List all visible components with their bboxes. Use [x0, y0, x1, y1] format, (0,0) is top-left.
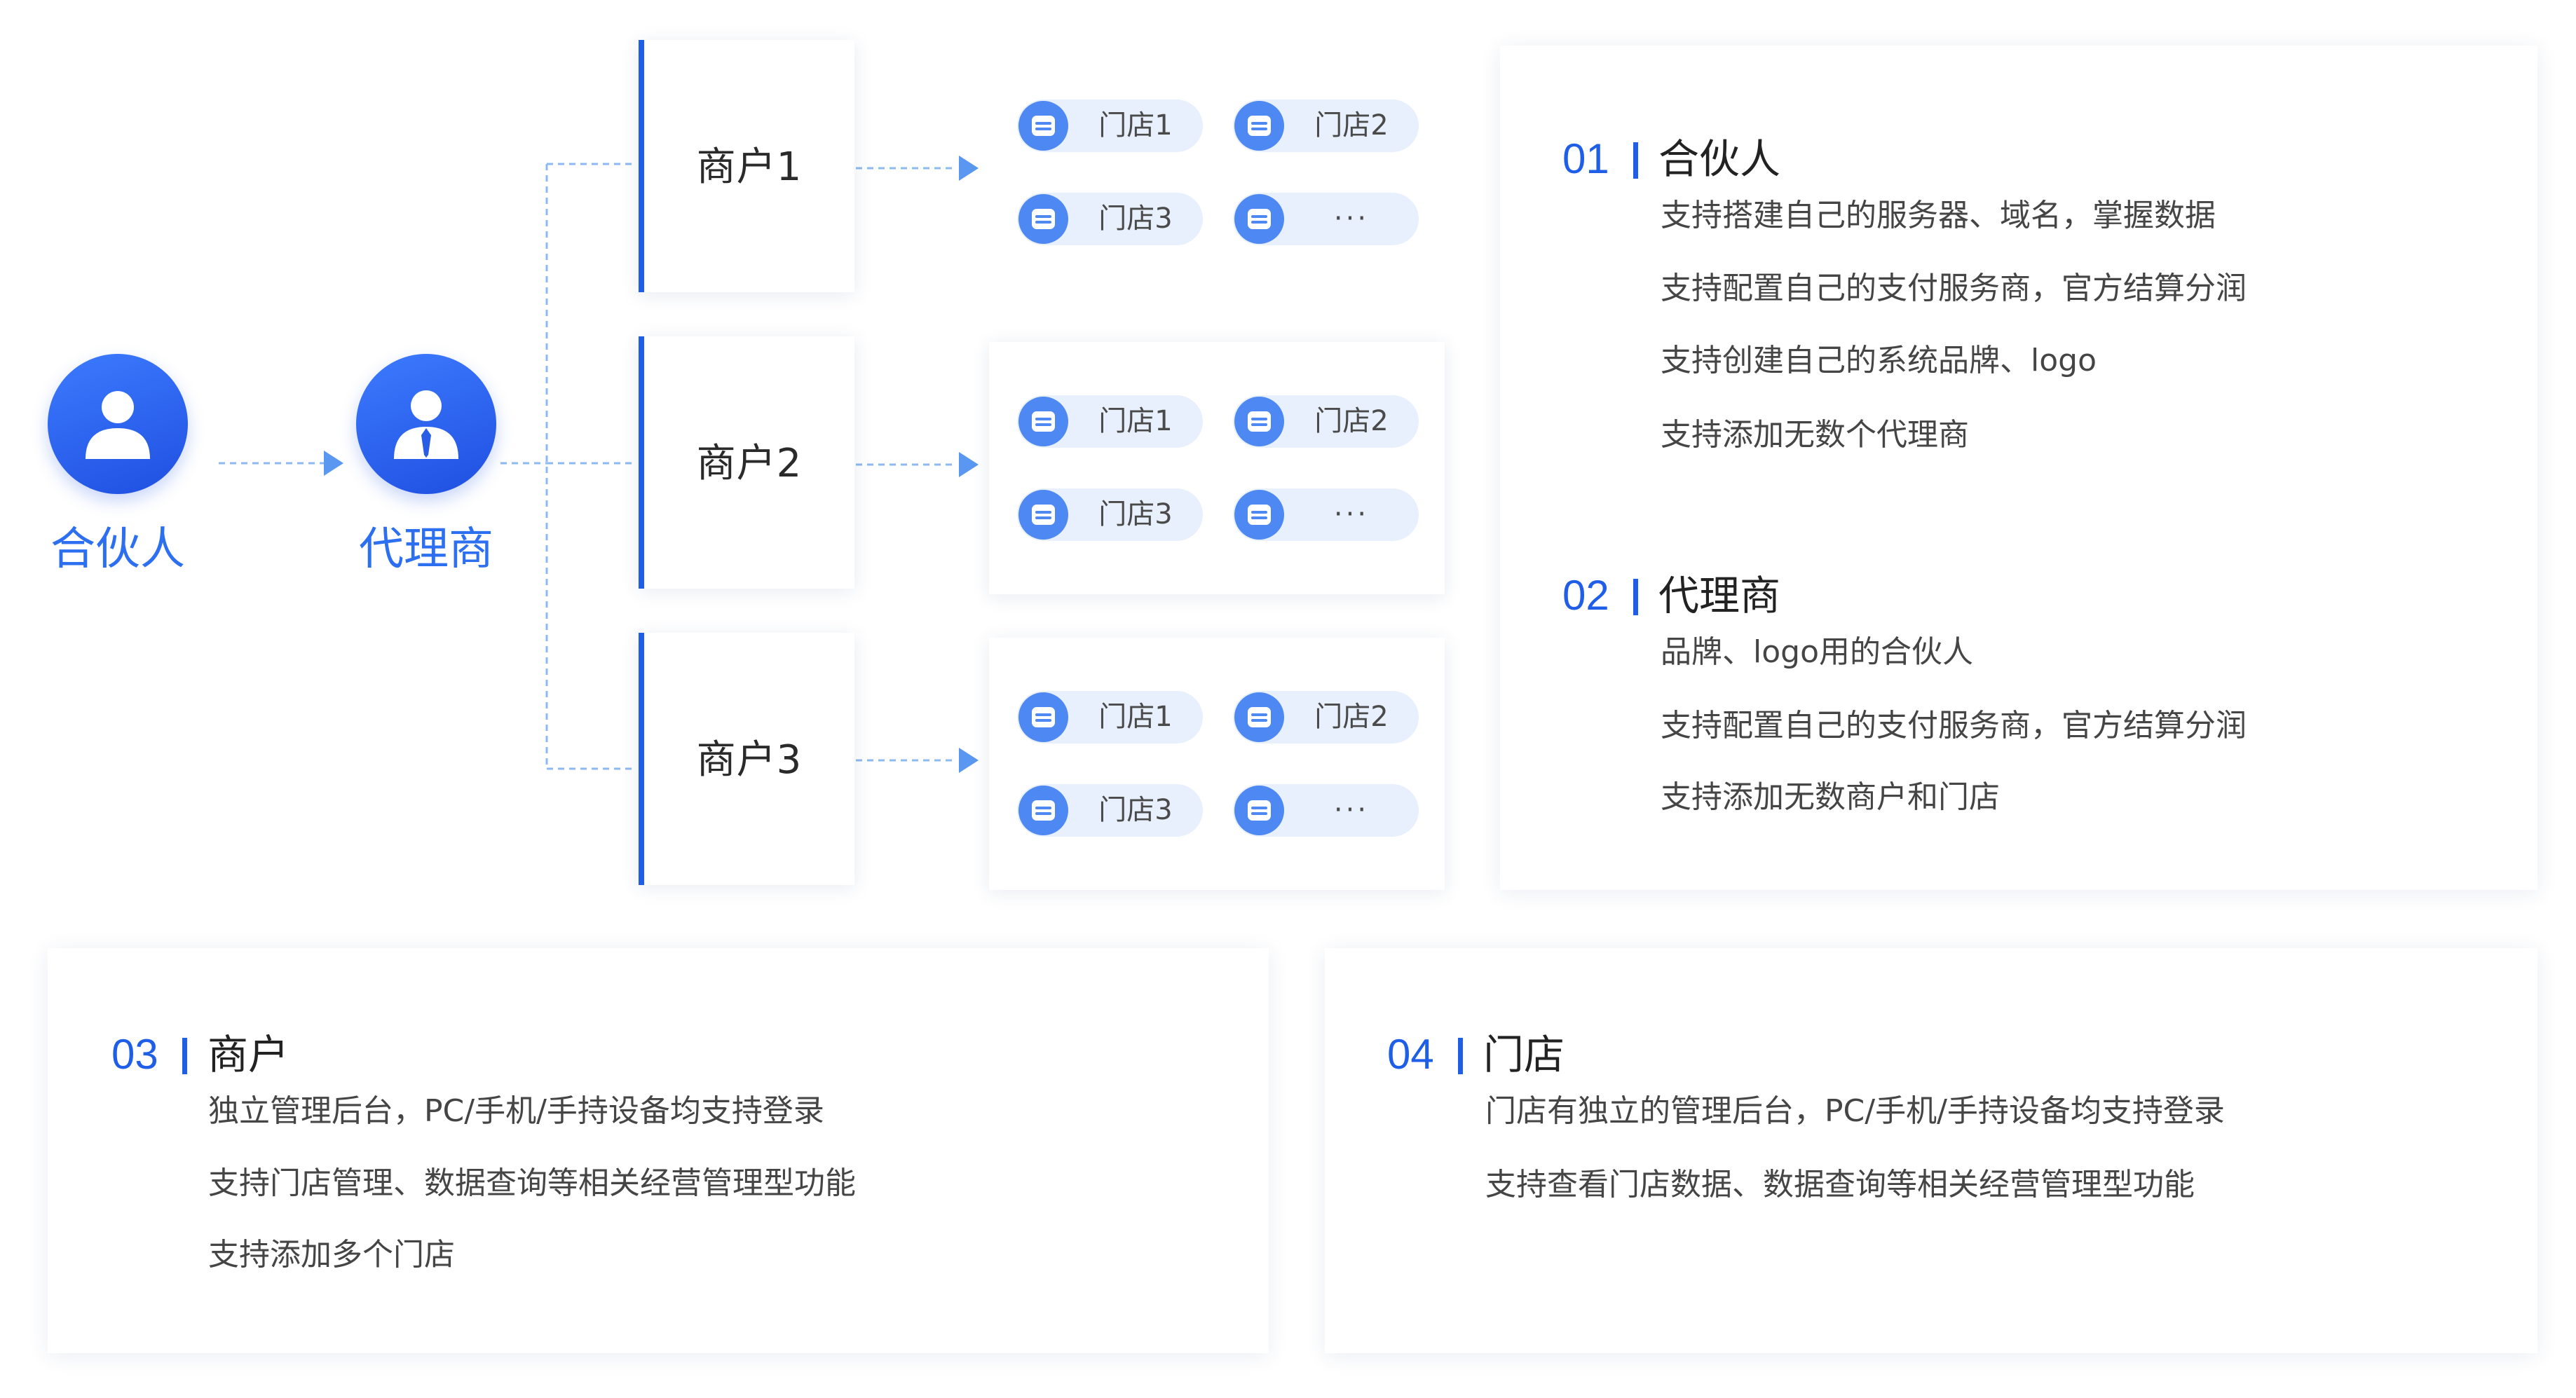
store-group-2: 门店1 门店2 门店3 ··· — [989, 342, 1445, 594]
section-line: 门店有独立的管理后台，PC/手机/手持设备均支持登录 — [1485, 1093, 2225, 1129]
section-title: 商户 — [207, 1031, 289, 1078]
section-line: 支持添加无数商户和门店 — [1661, 779, 2000, 815]
store-more-label: ··· — [1333, 498, 1370, 530]
merchant-card-3: 商户3 — [639, 633, 854, 885]
store-pill: 门店1 — [1017, 100, 1203, 152]
store-more-label: ··· — [1333, 203, 1370, 235]
store-group-1: 门店1 门店2 门店3 ··· — [989, 32, 1445, 284]
user-icon — [86, 391, 150, 459]
arrow-head-stores-1 — [959, 156, 979, 181]
store-label: 门店2 — [1314, 109, 1389, 142]
store-icon — [1018, 786, 1068, 835]
store-icon — [1018, 692, 1068, 742]
store-label: 门店1 — [1098, 109, 1173, 142]
merchant-card-1: 商户1 — [639, 40, 854, 292]
store-icon — [1234, 692, 1284, 742]
store-icon — [1018, 101, 1068, 151]
arrow-head-agent — [324, 451, 343, 476]
store-icon — [1234, 490, 1284, 540]
section-line: 支持门店管理、数据查询等相关经营管理型功能 — [208, 1165, 856, 1201]
store-more-label: ··· — [1333, 794, 1370, 826]
store-label: 门店1 — [1098, 405, 1173, 437]
section-title: 代理商 — [1658, 572, 1781, 619]
merchant-label: 商户3 — [696, 737, 803, 783]
store-pill: 门店3 — [1017, 784, 1203, 837]
section-divider — [1633, 142, 1638, 179]
section-line: 支持配置自己的支付服务商，官方结算分润 — [1661, 270, 2247, 306]
section-line: 支持创建自己的系统品牌、logo — [1661, 343, 2097, 378]
agent-icon — [394, 390, 458, 459]
merchant-label: 商户1 — [696, 144, 803, 190]
merchant-card-2: 商户2 — [639, 336, 854, 589]
section-title: 门店 — [1483, 1031, 1565, 1078]
section-line: 品牌、logo用的合伙人 — [1661, 634, 1973, 670]
store-icon — [1234, 194, 1284, 244]
section-number: 02 — [1562, 572, 1609, 619]
store-pill: 门店2 — [1233, 100, 1419, 152]
store-panel: 04 门店 门店有独立的管理后台，PC/手机/手持设备均支持登录 支持查看门店数… — [1325, 948, 2537, 1353]
partner-label: 合伙人 — [50, 523, 185, 575]
section-line: 支持搭建自己的服务器、域名，掌握数据 — [1661, 198, 2216, 233]
store-label: 门店2 — [1314, 405, 1389, 437]
store-label: 门店1 — [1098, 701, 1173, 733]
store-pill: ··· — [1233, 193, 1419, 245]
agent-avatar — [356, 354, 496, 494]
partner-avatar — [48, 354, 188, 494]
section-divider — [1458, 1038, 1463, 1074]
store-pill: 门店2 — [1233, 691, 1419, 743]
store-icon — [1018, 490, 1068, 540]
section-line: 支持添加多个门店 — [208, 1237, 455, 1273]
store-label: 门店3 — [1098, 203, 1173, 235]
store-pill: 门店3 — [1017, 488, 1203, 541]
arrow-head-stores-3 — [959, 748, 979, 773]
store-pill: ··· — [1233, 784, 1419, 837]
store-pill: ··· — [1233, 488, 1419, 541]
store-icon — [1234, 786, 1284, 835]
store-label: 门店3 — [1098, 498, 1173, 530]
store-label: 门店3 — [1098, 794, 1173, 826]
store-pill: 门店3 — [1017, 193, 1203, 245]
section-number: 01 — [1562, 135, 1609, 182]
section-title: 合伙人 — [1658, 135, 1781, 183]
section-divider — [1633, 579, 1638, 615]
store-pill: 门店1 — [1017, 691, 1203, 743]
roles-panel: 01 合伙人 支持搭建自己的服务器、域名，掌握数据 支持配置自己的支付服务商，官… — [1500, 46, 2537, 890]
store-icon — [1234, 397, 1284, 446]
store-pill: 门店1 — [1017, 395, 1203, 448]
section-line: 独立管理后台，PC/手机/手持设备均支持登录 — [208, 1093, 824, 1129]
store-icon — [1234, 101, 1284, 151]
arrow-head-stores-2 — [959, 452, 979, 477]
section-line: 支持配置自己的支付服务商，官方结算分润 — [1661, 708, 2247, 743]
section-divider — [182, 1038, 187, 1074]
store-icon — [1018, 397, 1068, 446]
store-label: 门店2 — [1314, 701, 1389, 733]
store-pill: 门店2 — [1233, 395, 1419, 448]
section-line: 支持添加无数个代理商 — [1661, 417, 1969, 453]
agent-label: 代理商 — [359, 523, 493, 575]
store-icon — [1018, 194, 1068, 244]
store-group-3: 门店1 门店2 门店3 ··· — [989, 638, 1445, 890]
section-number: 04 — [1387, 1031, 1434, 1078]
section-line: 支持查看门店数据、数据查询等相关经营管理型功能 — [1485, 1167, 2195, 1202]
merchant-panel: 03 商户 独立管理后台，PC/手机/手持设备均支持登录 支持门店管理、数据查询… — [48, 948, 1269, 1353]
merchant-label: 商户2 — [696, 441, 803, 486]
section-number: 03 — [111, 1031, 158, 1078]
